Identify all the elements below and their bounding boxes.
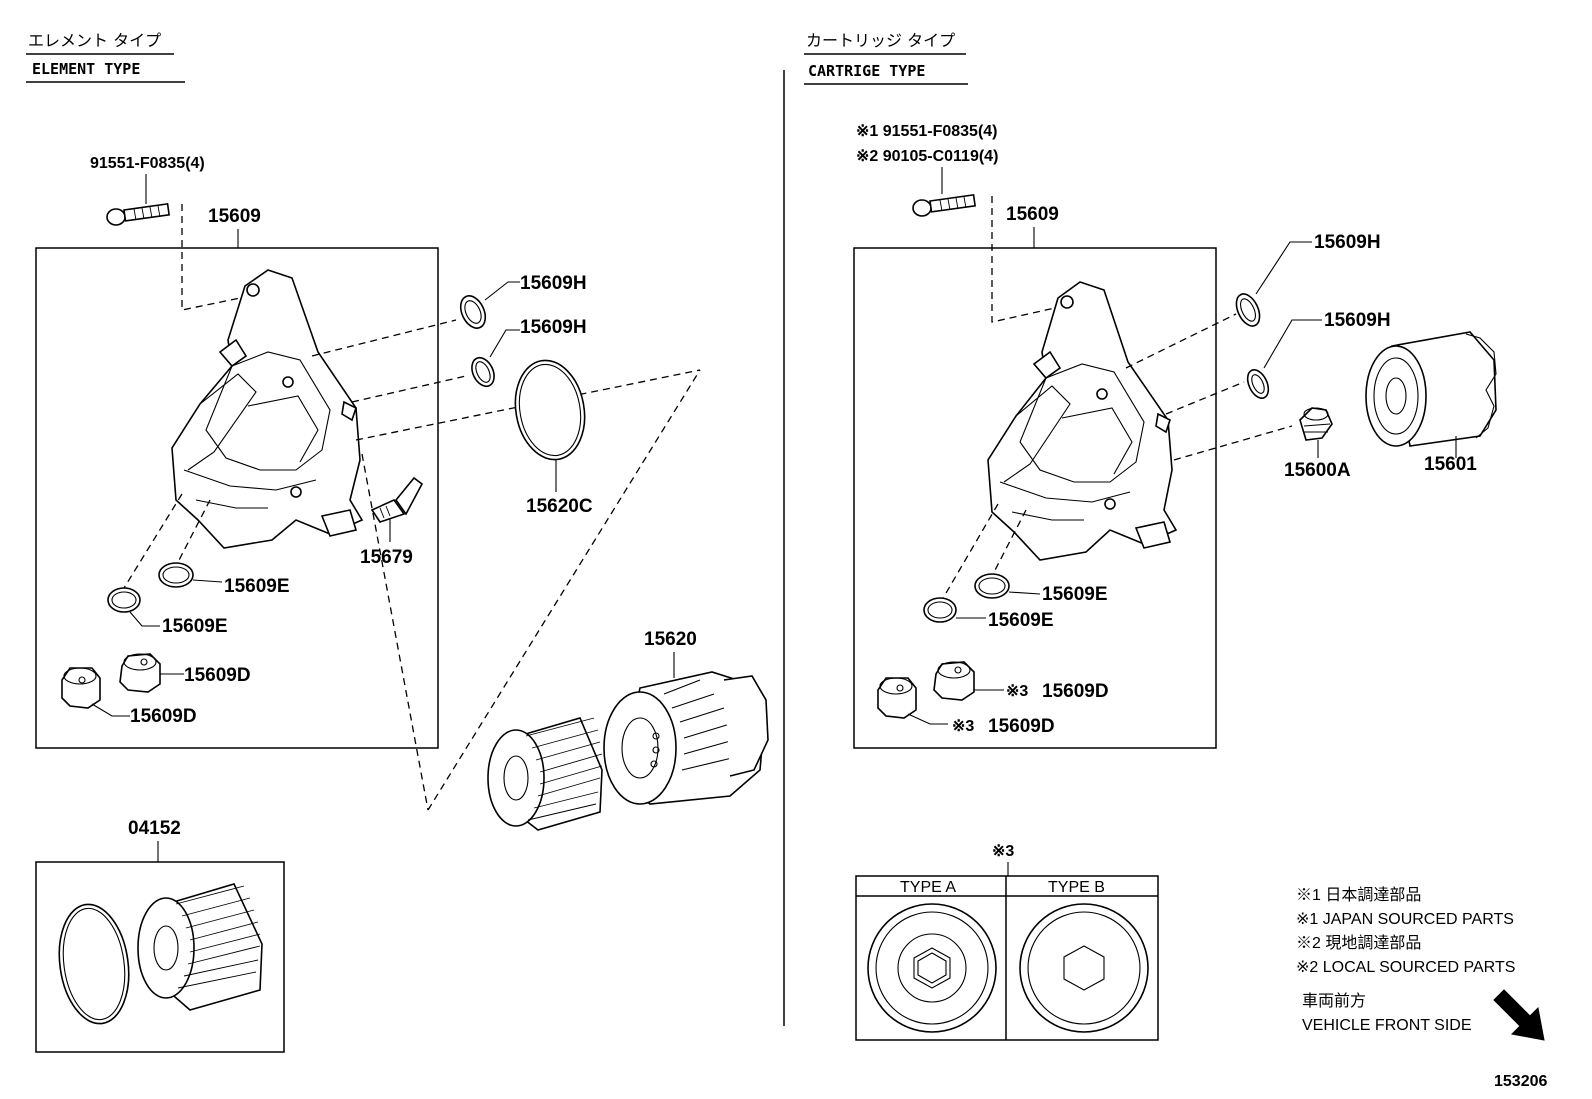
right-dash-4: [941, 503, 999, 601]
right-dash-2: [1165, 381, 1245, 415]
left-dash-1: [311, 319, 457, 357]
right-oring-upper-icon: [1235, 293, 1261, 327]
right-plug-left-icon: [877, 677, 917, 719]
left-big-oring-icon: [514, 359, 586, 461]
type-table-frame: [855, 875, 1159, 1041]
left-oring-lower-label: 15609H: [520, 317, 587, 338]
right-housing-label: 15609: [1006, 204, 1059, 225]
left-element-icon: [487, 717, 603, 831]
left-oring-upper-icon: [459, 295, 487, 329]
left-kit-label: 04152: [128, 818, 181, 839]
left-dash-4: [361, 453, 429, 811]
left-cap-icon: [603, 671, 769, 805]
right-plug-left-label: 15609D: [988, 716, 1055, 737]
right-seal-right-label: 15609E: [1042, 584, 1108, 605]
left-clip-icon: [370, 476, 424, 523]
right-seal-left-label: 15609E: [988, 610, 1054, 631]
front-side-jp: 車両前方: [1302, 992, 1366, 1010]
right-oring-lower-leader: [1263, 319, 1322, 369]
right-plug-right-mark: ※3: [1006, 683, 1028, 700]
right-plug-left-leader: [907, 713, 948, 725]
left-dash-2: [351, 375, 467, 403]
left-plug-right-icon: [119, 653, 161, 693]
right-filter-label: 15601: [1424, 454, 1477, 475]
left-dash-5: [427, 369, 701, 811]
type-a-plug-icon: [867, 903, 997, 1033]
right-plug-left-mark: ※3: [952, 718, 974, 735]
right-filter-icon: [1365, 331, 1497, 447]
right-oring-lower-icon: [1246, 369, 1270, 399]
legend-line-1: ※1 日本調達部品: [1296, 886, 1421, 904]
right-panel: カートリッジ タイプ CARTRIGE TYPE ※1 91551-F0835(…: [804, 31, 1497, 749]
left-kit-box: [35, 861, 285, 1053]
left-panel: エレメント タイプ ELEMENT TYPE 91551-F0835(4) 15…: [26, 31, 769, 831]
left-dash-3: [355, 369, 701, 441]
left-oring-upper-label: 15609H: [520, 273, 587, 294]
left-seal-left-leader: [129, 611, 160, 627]
left-housing-icon: [171, 269, 364, 549]
left-plug-right-label: 15609D: [184, 665, 251, 686]
figure-number: 153206: [1494, 1073, 1547, 1090]
left-oring-upper-leader: [484, 281, 520, 301]
legend-line-3: ※2 現地調達部品: [1296, 934, 1421, 952]
front-direction-arrow-icon: [1493, 989, 1545, 1041]
right-housing-box: [853, 247, 1217, 749]
right-bolt-label-2: ※2 90105-C0119(4): [856, 148, 998, 165]
right-dash-5: [991, 509, 1027, 577]
left-oring-lower-icon: [471, 356, 495, 388]
left-kit-oring-icon: [58, 903, 130, 1025]
legend-line-2: ※1 JAPAN SOURCED PARTS: [1296, 911, 1514, 928]
left-kit-element-icon: [137, 883, 263, 1011]
left-header-en: ELEMENT TYPE: [32, 60, 140, 78]
left-plug-left-icon: [61, 667, 101, 709]
left-bolt-label: 91551-F0835(4): [90, 155, 205, 172]
left-kit-section: 04152: [35, 818, 285, 1053]
left-cap-label: 15620: [644, 629, 697, 650]
plug-type-table: ※3 TYPE A TYPE B: [855, 843, 1159, 1041]
left-oring-lower-leader: [489, 329, 520, 358]
right-plug-right-icon: [933, 661, 975, 701]
left-housing-label: 15609: [208, 206, 261, 227]
right-seal-right-leader: [1008, 591, 1041, 595]
type-a-label: TYPE A: [900, 879, 956, 896]
left-header-jp: エレメント タイプ: [28, 31, 161, 50]
right-oring-upper-leader: [1255, 241, 1312, 295]
legend-line-4: ※2 LOCAL SOURCED PARTS: [1296, 959, 1515, 976]
left-seal-left-label: 15609E: [162, 616, 228, 637]
right-housing-icon: [987, 281, 1178, 561]
left-dash-7: [175, 499, 211, 567]
left-seal-right-leader: [192, 579, 223, 583]
left-bolt-icon: [106, 202, 171, 226]
right-header-jp: カートリッジ タイプ: [806, 31, 955, 50]
right-header-en: CARTRIGE TYPE: [808, 62, 925, 80]
right-bolt-dash: [991, 196, 1065, 323]
right-oring-upper-label: 15609H: [1314, 232, 1381, 253]
right-bolt-icon: [912, 193, 977, 217]
right-union-icon: [1299, 407, 1333, 441]
right-dash-1: [1125, 313, 1237, 369]
left-big-oring-label: 15620C: [526, 496, 593, 517]
type-table-mark: ※3: [992, 843, 1014, 860]
left-clip-label: 15679: [360, 547, 413, 568]
left-dash-6: [123, 493, 183, 589]
left-plug-left-leader: [91, 703, 130, 717]
type-b-plug-icon: [1019, 903, 1149, 1033]
right-union-label: 15600A: [1284, 460, 1351, 481]
left-seal-right-label: 15609E: [224, 576, 290, 597]
right-dash-3: [1173, 425, 1293, 461]
legend: ※1 日本調達部品 ※1 JAPAN SOURCED PARTS ※2 現地調達…: [1296, 886, 1545, 1041]
left-plug-left-label: 15609D: [130, 706, 197, 727]
right-bolt-label-1: ※1 91551-F0835(4): [856, 123, 998, 140]
right-oring-lower-label: 15609H: [1324, 310, 1391, 331]
right-plug-right-label: 15609D: [1042, 681, 1109, 702]
type-b-label: TYPE B: [1048, 879, 1105, 896]
front-side-en: VEHICLE FRONT SIDE: [1302, 1017, 1472, 1034]
left-housing-box: [35, 247, 439, 749]
